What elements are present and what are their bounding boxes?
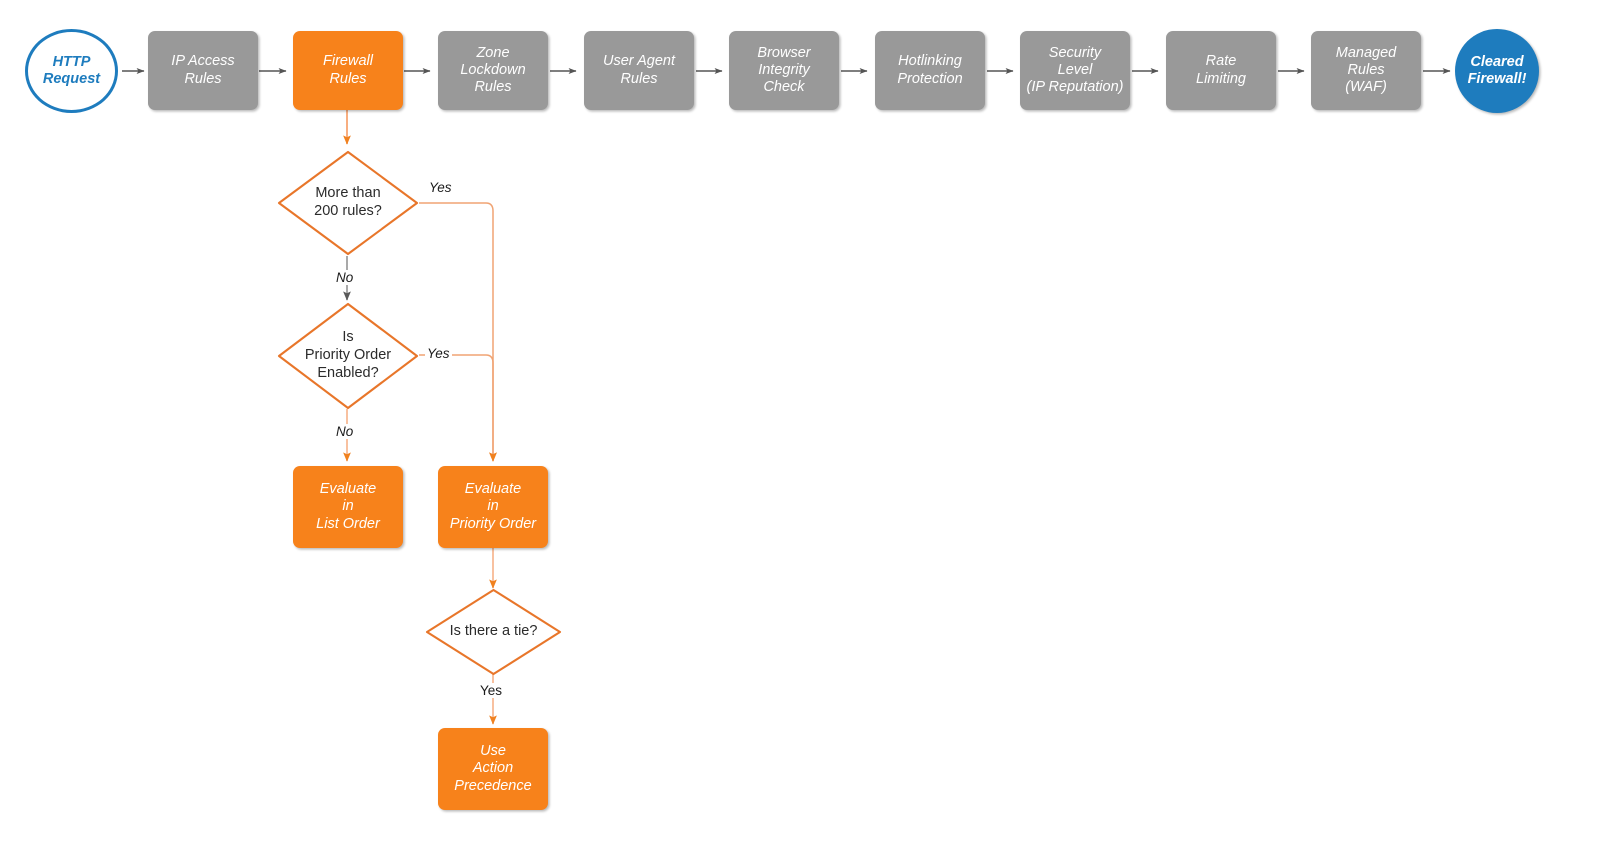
node-label: Security Level (IP Reputation) bbox=[1026, 44, 1124, 96]
edge-label-no-more-than-200: No bbox=[334, 270, 356, 285]
edge-decision1-yes bbox=[419, 202, 497, 462]
node-firewall-rules[interactable]: Firewall Rules bbox=[293, 31, 403, 110]
node-label: Firewall Rules bbox=[323, 53, 373, 87]
node-zone-lockdown-rules[interactable]: Zone Lockdown Rules bbox=[438, 31, 548, 110]
edge-label-yes-more-than-200: Yes bbox=[427, 180, 454, 195]
node-more-than-200-rules[interactable]: More than 200 rules? bbox=[277, 150, 419, 256]
diamond-shape bbox=[277, 302, 419, 410]
node-label: Is Priority Order Enabled? bbox=[304, 329, 392, 381]
node-label: Browser Integrity Check bbox=[757, 44, 811, 96]
node-label: Managed Rules (WAF) bbox=[1335, 44, 1397, 96]
node-evaluate-in-list-order[interactable]: Evaluate in List Order bbox=[293, 466, 403, 548]
diamond-shape bbox=[277, 150, 419, 256]
node-label: Evaluate in List Order bbox=[316, 481, 380, 532]
node-hotlinking-protection[interactable]: Hotlinking Protection bbox=[875, 31, 985, 110]
node-label: HTTP Request bbox=[42, 53, 101, 87]
node-label: Is there a tie? bbox=[449, 623, 538, 640]
node-is-there-a-tie[interactable]: Is there a tie? bbox=[425, 588, 562, 676]
node-security-level[interactable]: Security Level (IP Reputation) bbox=[1020, 31, 1130, 110]
node-user-agent-rules[interactable]: User Agent Rules bbox=[584, 31, 694, 110]
node-label: Rate Limiting bbox=[1196, 53, 1246, 87]
node-use-action-precedence[interactable]: Use Action Precedence bbox=[438, 728, 548, 810]
edge-label-no-priority-order: No bbox=[334, 424, 356, 439]
edge-decision2-yes bbox=[419, 354, 497, 462]
node-label: Cleared Firewall! bbox=[1467, 53, 1527, 87]
node-label: Evaluate in Priority Order bbox=[449, 481, 537, 532]
node-browser-integrity-check[interactable]: Browser Integrity Check bbox=[729, 31, 839, 110]
node-label: Zone Lockdown Rules bbox=[460, 44, 526, 96]
node-managed-rules-waf[interactable]: Managed Rules (WAF) bbox=[1311, 31, 1421, 110]
node-http-request[interactable]: HTTP Request bbox=[25, 29, 118, 113]
edge-label-yes-tie: Yes bbox=[478, 683, 505, 698]
node-cleared-firewall[interactable]: Cleared Firewall! bbox=[1455, 29, 1539, 113]
edge-label-yes-priority-order: Yes bbox=[425, 346, 452, 361]
node-is-priority-order-enabled[interactable]: Is Priority Order Enabled? bbox=[277, 302, 419, 410]
node-ip-access-rules[interactable]: IP Access Rules bbox=[148, 31, 258, 110]
node-label: Use Action Precedence bbox=[454, 743, 532, 794]
node-label: IP Access Rules bbox=[171, 53, 235, 87]
node-rate-limiting[interactable]: Rate Limiting bbox=[1166, 31, 1276, 110]
node-label: More than 200 rules? bbox=[314, 185, 382, 219]
node-label: User Agent Rules bbox=[603, 53, 675, 87]
node-evaluate-in-priority-order[interactable]: Evaluate in Priority Order bbox=[438, 466, 548, 548]
node-label: Hotlinking Protection bbox=[897, 53, 963, 87]
